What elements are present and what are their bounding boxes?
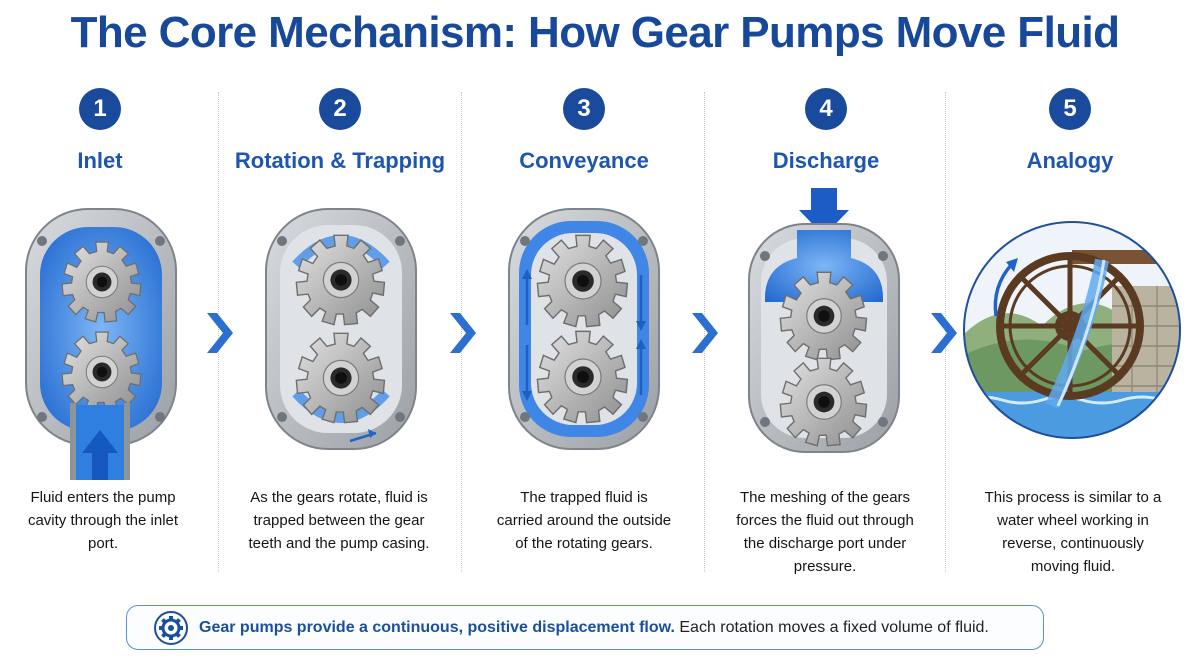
- step-rotation-trapping: 2 Rotation & Trapping: [220, 88, 460, 174]
- step-inlet: 1 Inlet: [0, 88, 220, 174]
- chevron-right-icon: [450, 313, 476, 353]
- conveyance-pump-illustration: [508, 208, 660, 450]
- step-description: As the gears rotate, fluid is trapped be…: [248, 489, 430, 552]
- step-divider: [945, 92, 946, 572]
- arrow-down-icon: [799, 188, 849, 236]
- step-number-badge: 5: [1049, 88, 1091, 130]
- discharge-pump-illustration: [748, 188, 900, 453]
- summary-text: Gear pumps provide a continuous, positiv…: [199, 619, 989, 637]
- chevron-right-icon: [207, 313, 233, 353]
- gear-icon: [154, 610, 188, 645]
- inlet-pump-illustration: [25, 208, 177, 480]
- chevron-right-icon: [692, 313, 718, 353]
- step-number-badge: 2: [319, 88, 361, 130]
- step-title: Rotation & Trapping: [234, 148, 446, 173]
- step-description: This process is similar to a water wheel…: [984, 489, 1162, 575]
- step-title: Discharge: [772, 148, 880, 173]
- summary-banner: Gear pumps provide a continuous, positiv…: [126, 605, 1044, 650]
- step-divider: [218, 92, 219, 572]
- rotation-pump-illustration: [265, 208, 417, 450]
- summary-bold: Gear pumps provide a continuous, positiv…: [199, 618, 675, 636]
- step-conveyance: 3 Conveyance: [464, 88, 704, 174]
- page-title: The Core Mechanism: How Gear Pumps Move …: [70, 8, 1120, 57]
- step-number-badge: 4: [805, 88, 847, 130]
- step-description: Fluid enters the pump cavity through the…: [27, 489, 179, 552]
- step-description: The meshing of the gears forces the flui…: [736, 489, 914, 575]
- step-description: The trapped fluid is carried around the …: [496, 489, 672, 552]
- step-number-badge: 3: [563, 88, 605, 130]
- step-title: Inlet: [77, 148, 123, 173]
- step-title: Conveyance: [519, 148, 649, 173]
- step-divider: [704, 92, 705, 572]
- arrow-up-icon: [82, 430, 118, 480]
- step-divider: [461, 92, 462, 572]
- step-number-badge: 1: [79, 88, 121, 130]
- chevron-right-icon: [931, 313, 957, 353]
- step-analogy: 5 Analogy: [950, 88, 1190, 174]
- summary-rest: Each rotation moves a fixed volume of fl…: [674, 618, 989, 636]
- step-title: Analogy: [1026, 148, 1114, 173]
- step-discharge: 4 Discharge: [706, 88, 946, 174]
- water-wheel-icon: [963, 221, 1181, 439]
